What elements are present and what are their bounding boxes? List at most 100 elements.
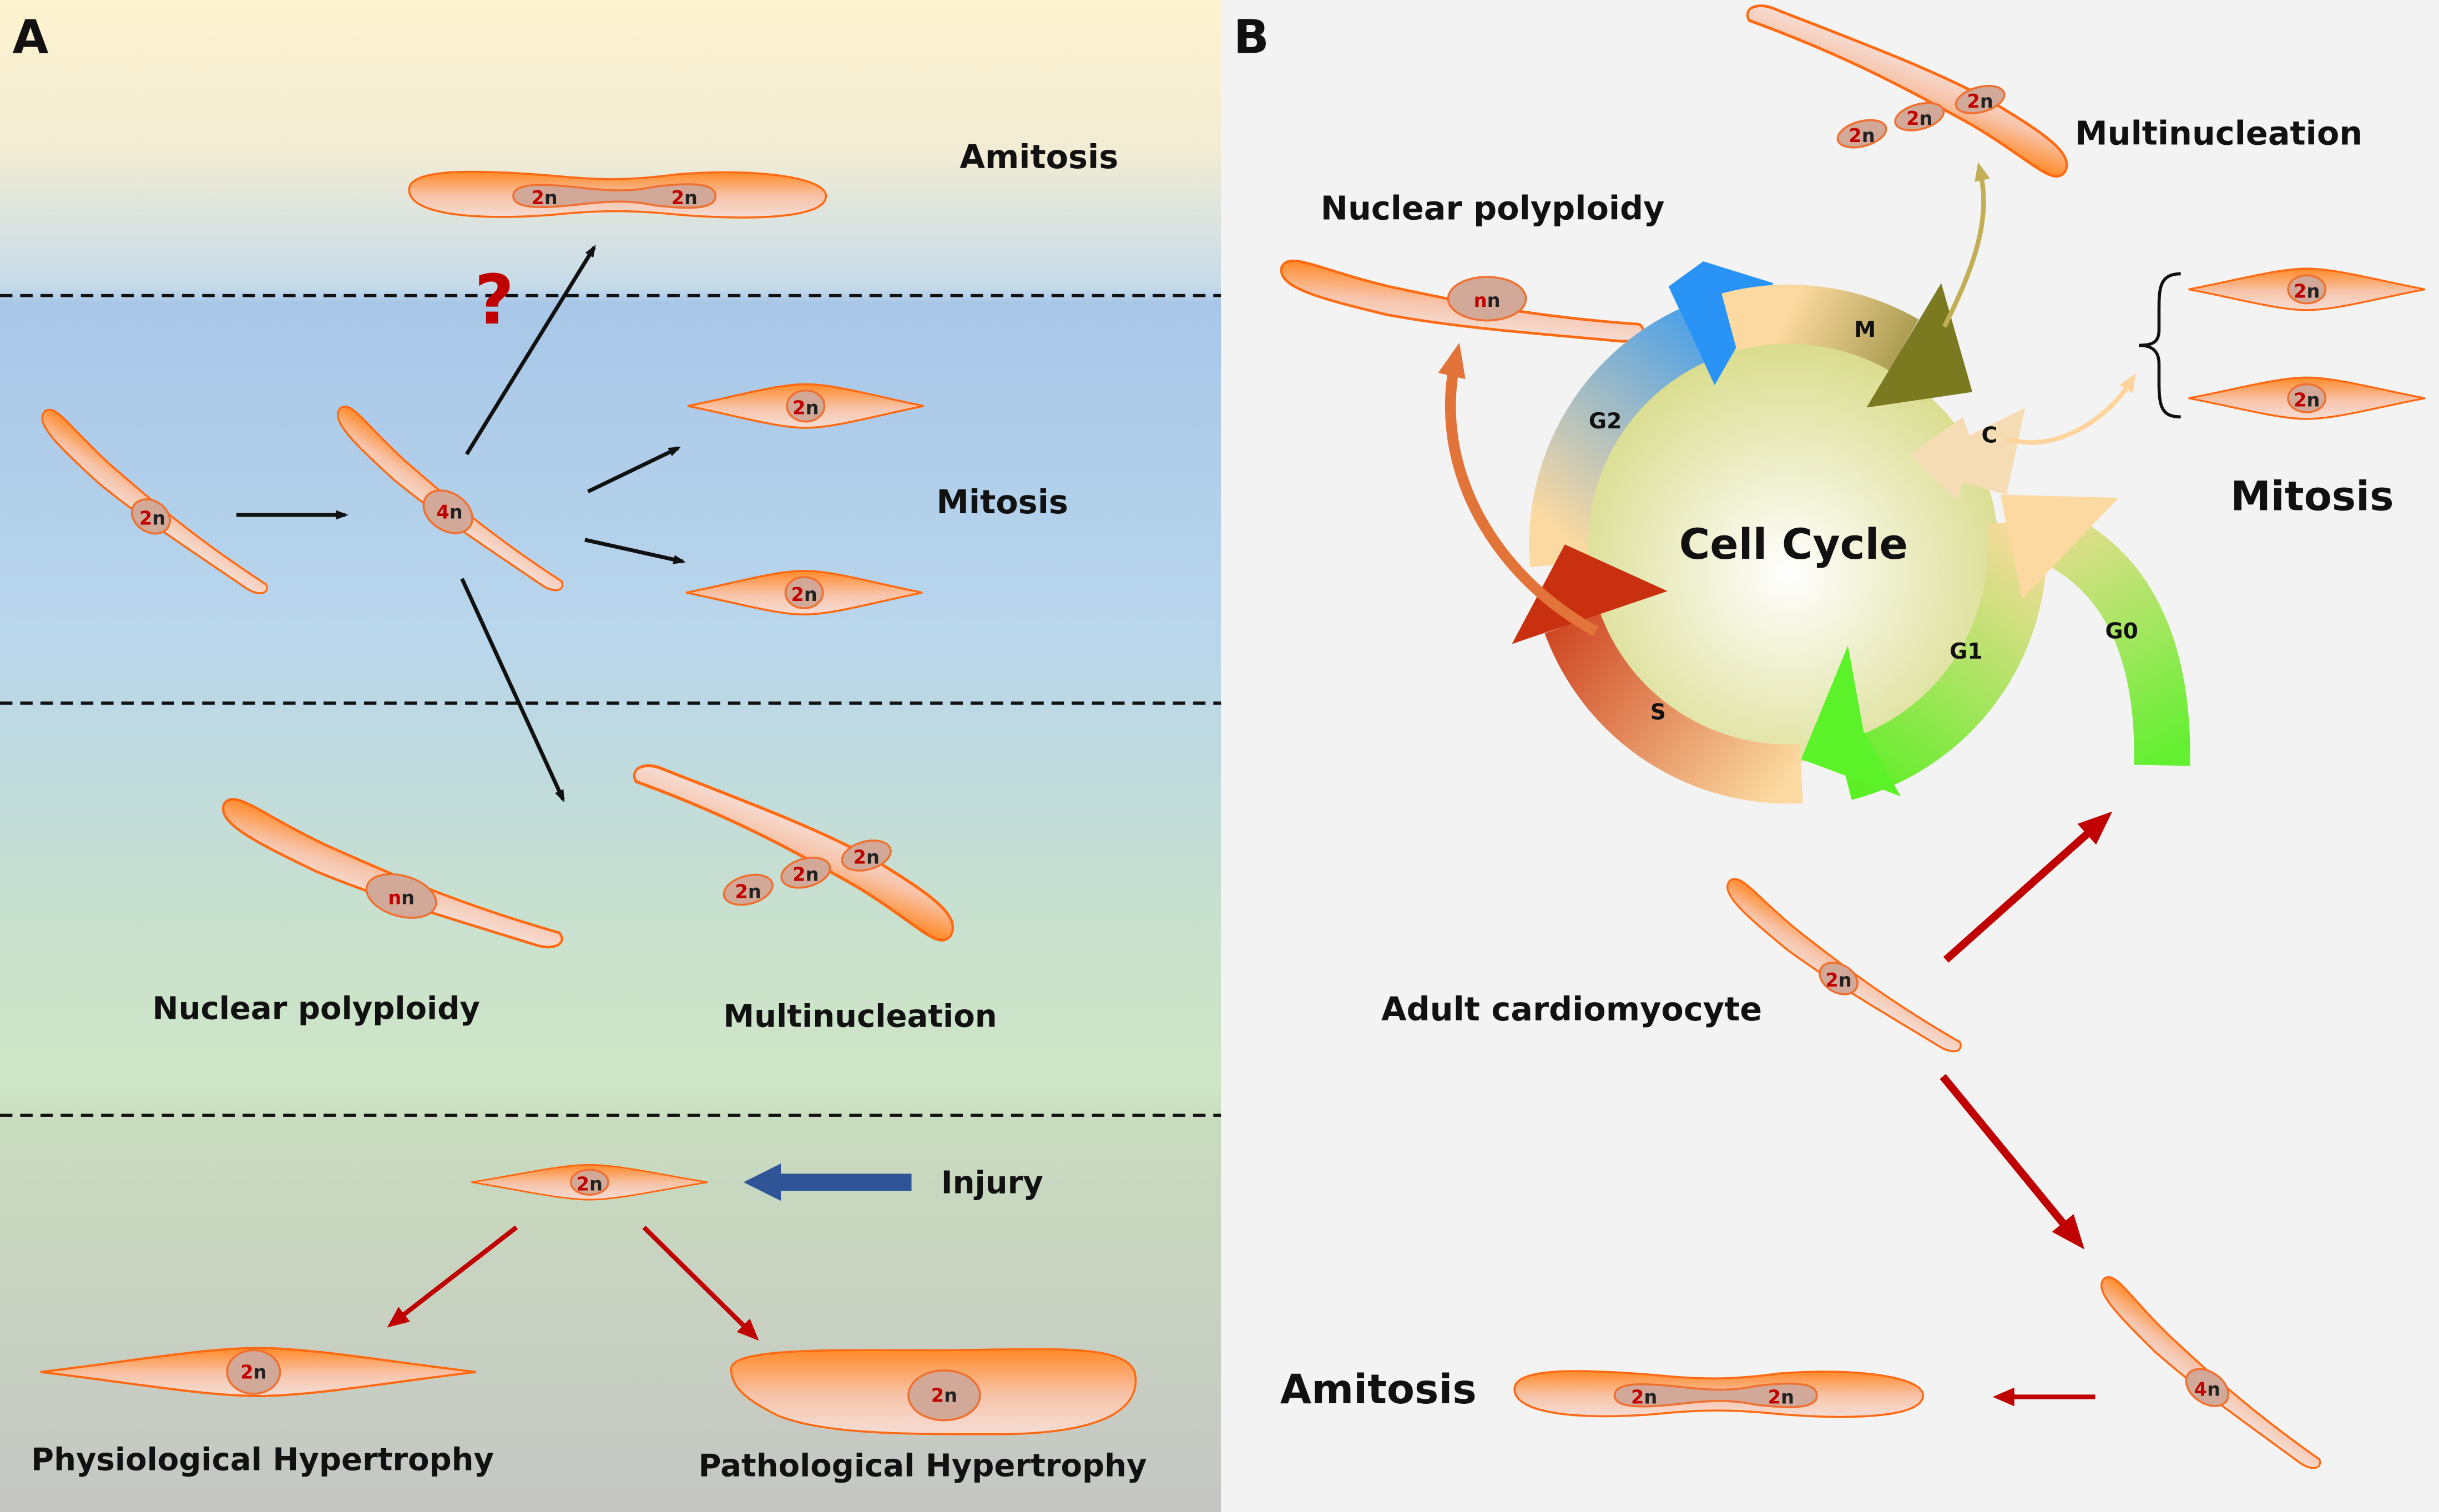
nucleus-label: 2n: [531, 187, 557, 209]
question-mark: ?: [474, 261, 514, 340]
mitosis-daughter-cell: 2n: [2187, 376, 2426, 420]
nuclei: 2n 2n 2n: [723, 840, 892, 906]
injury-arrow-head: [743, 1164, 781, 1201]
mitosis-daughter-cell: 2n: [686, 383, 925, 429]
ploidy-unit: n: [1644, 1386, 1657, 1408]
ploidy-unit: n: [1487, 290, 1501, 311]
phase-arrow-s: [1512, 544, 1803, 804]
nucleus-label: 2n: [2294, 280, 2320, 302]
pathway-arrows: [236, 244, 686, 803]
nuclei: 2n 2n 2n: [1836, 85, 2006, 149]
nucleus-label: 2n: [1849, 124, 1875, 146]
arrow: [387, 1225, 518, 1328]
ploidy-unit: n: [2306, 280, 2320, 302]
label-physiological-hypertrophy: Physiological Hypertrophy: [31, 1442, 494, 1478]
panel-letter-b: B: [1234, 9, 1269, 64]
label-injury: Injury: [941, 1165, 1043, 1201]
ploidy-unit: n: [589, 1173, 603, 1195]
panel-a: A 2n 2n Amitosis ? 2n 4n 2n 2n Mitosis: [0, 0, 1221, 1512]
fate-arrows: [1940, 811, 2113, 1250]
nucleus-label: 2n: [2294, 389, 2320, 411]
ploidy-number: 2: [577, 1173, 589, 1195]
nucleus-label: 2n: [1906, 108, 1932, 129]
ploidy-number: 2: [1849, 124, 1861, 146]
panel-a-background: [0, 0, 1221, 1512]
ploidy-number: 2: [531, 187, 544, 209]
ploidy-number: 2: [1768, 1386, 1781, 1408]
mitosis-daughter-cell: 2n: [685, 570, 923, 616]
ploidy-unit: n: [2207, 1378, 2220, 1400]
nucleus-label: 2n: [735, 881, 761, 902]
label-nuclear-polyploidy: Nuclear polyploidy: [1321, 189, 1665, 227]
ploidy-unit: n: [401, 887, 415, 908]
ploidy-number: 2: [240, 1361, 253, 1383]
nucleus: 2n: [130, 498, 171, 535]
ploidy-unit: n: [1839, 969, 1852, 991]
label-amitosis: Amitosis: [1280, 1366, 1477, 1413]
arrow-to-mitosis: [2006, 373, 2136, 445]
nucleus-label: 2n: [1768, 1386, 1794, 1408]
nucleus-label: 2n: [240, 1361, 266, 1383]
label-mitosis: Mitosis: [2230, 473, 2393, 520]
label-multinucleation: Multinucleation: [2075, 114, 2362, 153]
ploidy-number: 2: [2294, 280, 2306, 302]
nucleus-label: 2n: [1967, 90, 1993, 112]
ploidy-number: 2: [854, 846, 866, 868]
nucleus-label: 2n: [577, 1173, 603, 1195]
nucleus-label: 2n: [792, 863, 819, 885]
arrow-to-multinucleation: [1942, 162, 1990, 328]
ploidy-number: 2: [791, 583, 804, 605]
arrow-to-polyploidy: [1438, 342, 1599, 636]
ploidy-number: 2: [735, 881, 748, 902]
nucleus-label: 2n: [1825, 969, 1851, 991]
phase-label-c: C: [1982, 423, 1998, 448]
ploidy-unit: n: [1920, 108, 1933, 129]
ploidy-number: n: [1474, 290, 1487, 311]
nucleus-label: 2n: [1631, 1386, 1657, 1408]
ploidy-unit: n: [804, 583, 817, 605]
ploidy-number: 2: [792, 863, 805, 885]
nucleus-label: 2n: [792, 397, 819, 418]
ploidy-number: 4: [436, 501, 449, 523]
ploidy-unit: n: [684, 187, 698, 209]
mitosis-daughter-cell: 2n: [2187, 267, 2426, 311]
ploidy-number: 4: [2194, 1378, 2207, 1400]
brace: [2138, 272, 2181, 419]
ploidy-number: 2: [1967, 90, 1980, 112]
arrow: [642, 1225, 759, 1341]
nucleus-label: 2n: [671, 187, 698, 209]
panel-letter-a: A: [12, 9, 48, 64]
phase-label-g0: G0: [2105, 619, 2138, 644]
label-adult-cardiomyocyte: Adult cardiomyocyte: [1381, 990, 1762, 1028]
ploidy-unit: n: [1862, 124, 1875, 146]
label-pathological-hypertrophy: Pathological Hypertrophy: [699, 1448, 1147, 1484]
nucleus-label: nn: [1474, 290, 1501, 311]
phase-label-m: M: [1854, 317, 1876, 342]
ploidy-unit: n: [152, 507, 165, 529]
ploidy-number: 2: [2294, 389, 2306, 411]
label-mitosis: Mitosis: [936, 483, 1068, 521]
ploidy-unit: n: [1781, 1386, 1794, 1408]
ploidy-number: 2: [1825, 969, 1838, 991]
nucleus-label: 2n: [854, 846, 880, 868]
phase-arrow-g0: [2000, 494, 2190, 766]
phase-label-g1: G1: [1950, 639, 1983, 664]
cell-cycle-title: Cell Cycle: [1679, 520, 1908, 569]
panel-b: B 2n 2n 2n Multinucleation nn Nuclear po…: [1221, 0, 2439, 1512]
nucleus-label: 2n: [791, 583, 817, 605]
ploidy-number: 2: [1631, 1386, 1644, 1408]
ploidy-unit: n: [944, 1384, 957, 1406]
ploidy-unit: n: [450, 501, 463, 523]
phase-arrow-m: [1721, 283, 1973, 408]
ploidy-number: 2: [139, 507, 152, 529]
ploidy-unit: n: [1980, 90, 1993, 112]
ploidy-number: n: [388, 887, 401, 908]
label-multinucleation: Multinucleation: [723, 998, 997, 1034]
arrow-to-cell-cycle: [1943, 811, 2113, 963]
nucleus-label: 2n: [139, 507, 165, 529]
ploidy-number: 2: [1906, 108, 1919, 129]
nucleus-label: 4n: [2194, 1378, 2220, 1400]
nucleus-label: 2n: [931, 1384, 957, 1406]
ploidy-unit: n: [806, 397, 819, 418]
amitosis-cell: 2n 2n: [1513, 1370, 1925, 1418]
